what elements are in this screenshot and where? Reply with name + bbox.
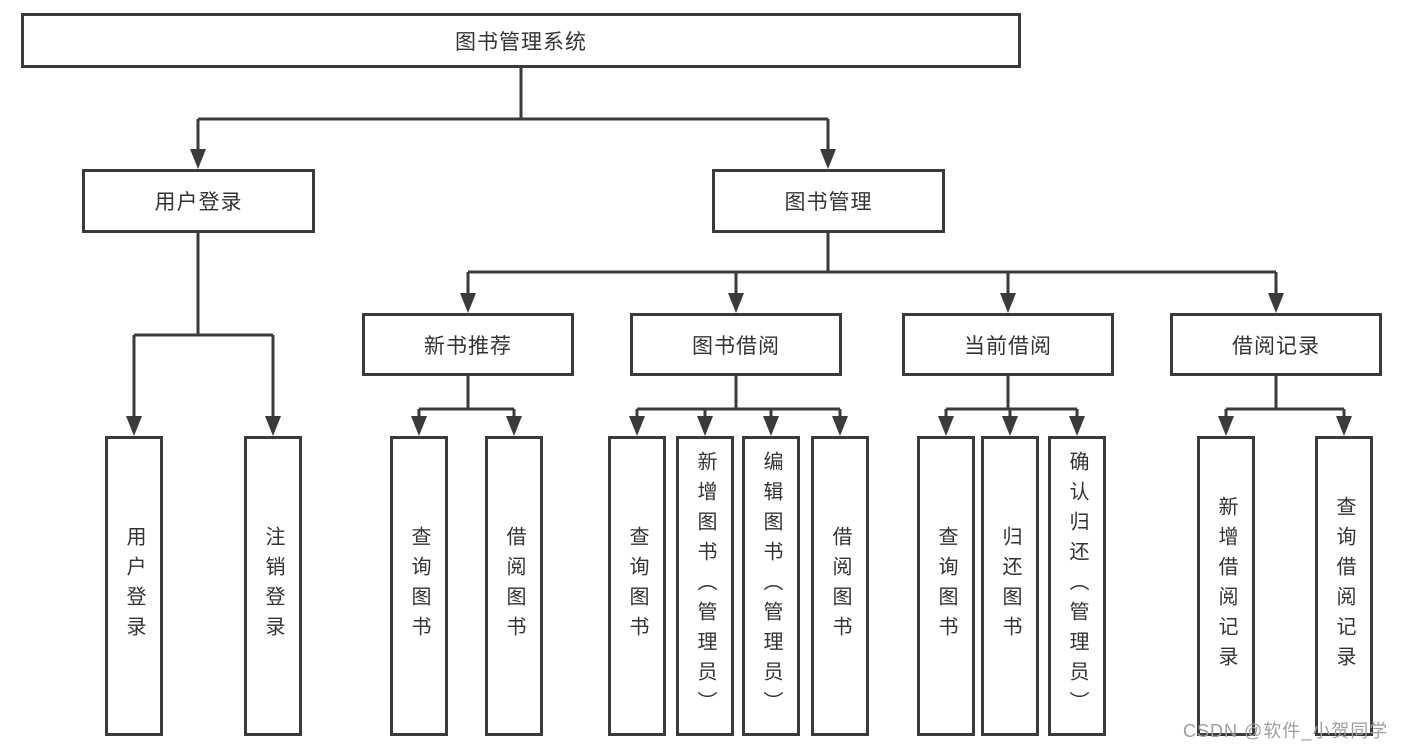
arrow-icon — [265, 416, 281, 436]
arrow-icon — [506, 416, 522, 436]
leaf-confirm-return-admin: 确认归还（管理员） — [1048, 436, 1106, 736]
leaf-edit-books-admin: 编辑图书（管理员） — [742, 436, 800, 736]
leaf-label: 查询借阅记录 — [1333, 496, 1355, 676]
node-borrow-records: 借阅记录 — [1170, 313, 1382, 376]
arrow-icon — [411, 416, 427, 436]
leaf-query-books-recommend: 查询图书 — [390, 436, 448, 736]
arrow-icon — [1268, 293, 1284, 313]
leaf-label: 注销登录 — [262, 526, 284, 646]
arrow-icon — [1000, 293, 1016, 313]
node-user-login: 用户登录 — [82, 169, 315, 233]
leaf-label: 用户登录 — [123, 526, 145, 646]
node-current-borrow: 当前借阅 — [902, 313, 1114, 376]
leaf-query-borrow-record: 查询借阅记录 — [1315, 436, 1373, 736]
node-new-book-recommend: 新书推荐 — [362, 313, 574, 376]
arrow-icon — [832, 416, 848, 436]
arrow-icon — [763, 416, 779, 436]
leaf-add-books-admin: 新增图书（管理员） — [676, 436, 734, 736]
arrow-icon — [1336, 416, 1352, 436]
arrow-icon — [1002, 416, 1018, 436]
leaf-query-books-current: 查询图书 — [917, 436, 975, 736]
leaf-label: 新增图书（管理员） — [694, 451, 716, 721]
leaf-label: 新增借阅记录 — [1215, 496, 1237, 676]
leaf-label: 查询图书 — [935, 526, 957, 646]
leaf-borrow-books: 借阅图书 — [811, 436, 869, 736]
leaf-label: 归还图书 — [999, 526, 1021, 646]
leaf-label: 确认归还（管理员） — [1066, 451, 1088, 721]
node-book-management: 图书管理 — [712, 169, 945, 233]
arrow-icon — [460, 293, 476, 313]
leaf-query-books-borrow: 查询图书 — [608, 436, 666, 736]
leaf-return-books: 归还图书 — [981, 436, 1039, 736]
leaf-borrow-books-recommend: 借阅图书 — [485, 436, 543, 736]
leaf-label: 借阅图书 — [829, 526, 851, 646]
arrow-icon — [629, 416, 645, 436]
arrow-icon — [728, 293, 744, 313]
arrow-icon — [697, 416, 713, 436]
leaf-label: 查询图书 — [626, 526, 648, 646]
leaf-user-login: 用户登录 — [105, 436, 163, 736]
node-book-borrow: 图书借阅 — [630, 313, 842, 376]
arrow-icon — [1218, 416, 1234, 436]
node-root: 图书管理系统 — [21, 13, 1021, 68]
leaf-add-borrow-record: 新增借阅记录 — [1197, 436, 1255, 736]
leaf-label: 编辑图书（管理员） — [760, 451, 782, 721]
arrow-icon — [126, 416, 142, 436]
leaf-logout: 注销登录 — [244, 436, 302, 736]
csdn-watermark: CSDN @软件_小贺同学 — [1183, 721, 1389, 741]
leaf-label: 查询图书 — [408, 526, 430, 646]
arrow-icon — [938, 416, 954, 436]
arrow-icon — [190, 149, 206, 169]
leaf-label: 借阅图书 — [503, 526, 525, 646]
arrow-icon — [1069, 416, 1085, 436]
arrow-icon — [820, 149, 836, 169]
